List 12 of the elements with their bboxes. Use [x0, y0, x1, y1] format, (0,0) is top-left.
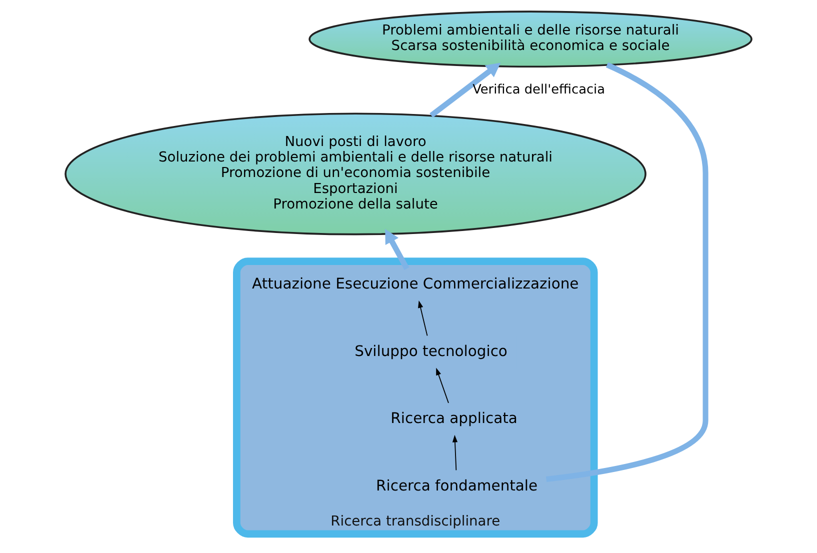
arrow	[430, 62, 501, 118]
connector	[546, 62, 708, 482]
node-text: Ricerca fondamentale	[376, 477, 538, 494]
arrow	[436, 368, 449, 404]
arrow	[452, 434, 458, 471]
node-text: Sviluppo tecnologico	[354, 342, 508, 360]
arrow	[418, 300, 428, 336]
node-ellipse: Problemi ambientali e delle risorse naturali Scarsa sostenibilità economica e sociale	[308, 10, 752, 68]
edge-label: Verifica dell'efficacia	[472, 82, 606, 98]
node-text: Attuazione Esecuzione Commercializzazione	[252, 276, 579, 293]
node-text: Ricerca applicata	[390, 410, 518, 428]
node-ellipse: Nuovi posti di lavoro Soluzione dei problemi ambientali e delle risorse naturali Promozione di un'economia sostenibile Esportazioni Promozione della salute	[64, 112, 646, 236]
